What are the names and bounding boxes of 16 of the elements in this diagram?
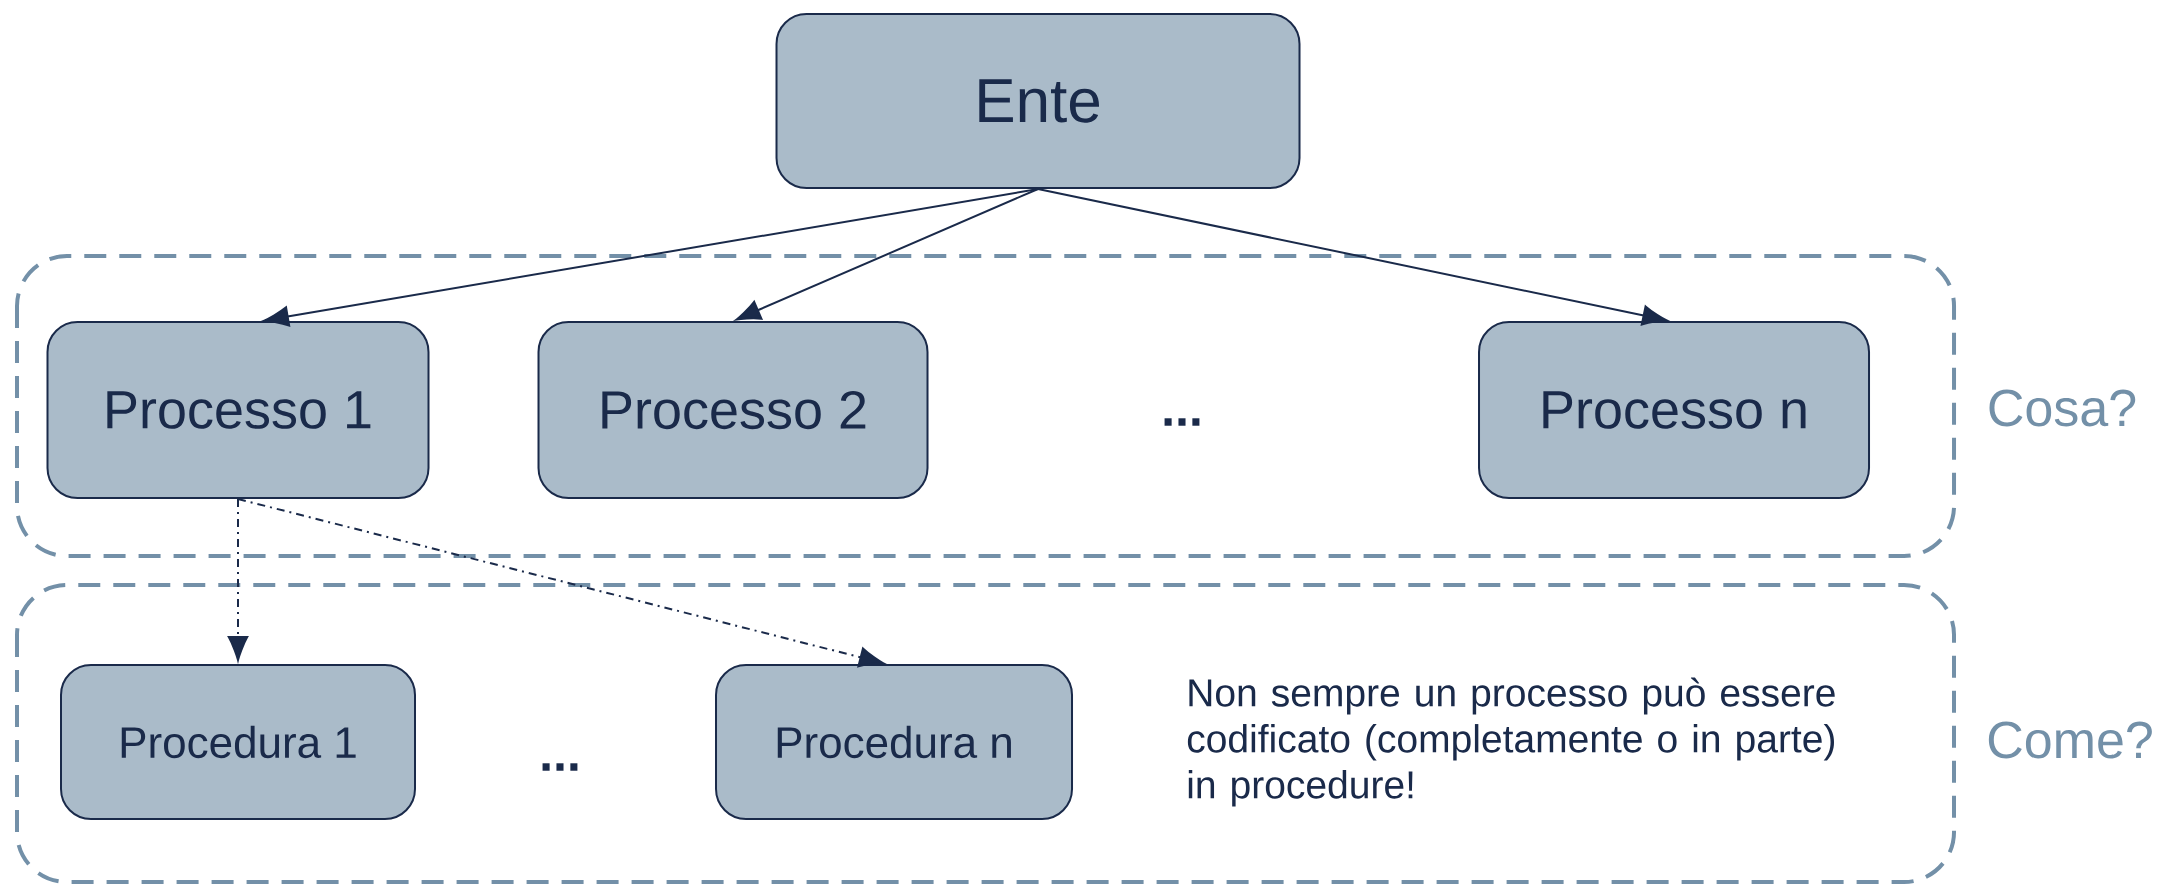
group-heading: Come? — [1988, 721, 2152, 759]
arrow — [735, 188, 1039, 321]
arrow — [227, 498, 249, 662]
arrow — [237, 498, 885, 668]
process-box: Procedura 1 — [60, 664, 416, 820]
arrow — [1037, 188, 1668, 326]
note-text: Non sempre un processo può essere codificato (completamente o in parte) in procedure! — [1187, 677, 1835, 807]
group-heading: Cosa? — [1989, 389, 2136, 427]
process-box: Ente — [775, 13, 1301, 189]
arrow — [263, 188, 1039, 327]
ellipsis: ... — [1164, 418, 1200, 426]
ellipsis: ... — [542, 763, 578, 771]
process-box: Procedura n — [715, 664, 1073, 820]
process-box: Processo n — [1478, 321, 1871, 499]
process-box: Processo 1 — [46, 321, 430, 499]
process-box: Processo 2 — [537, 321, 929, 499]
